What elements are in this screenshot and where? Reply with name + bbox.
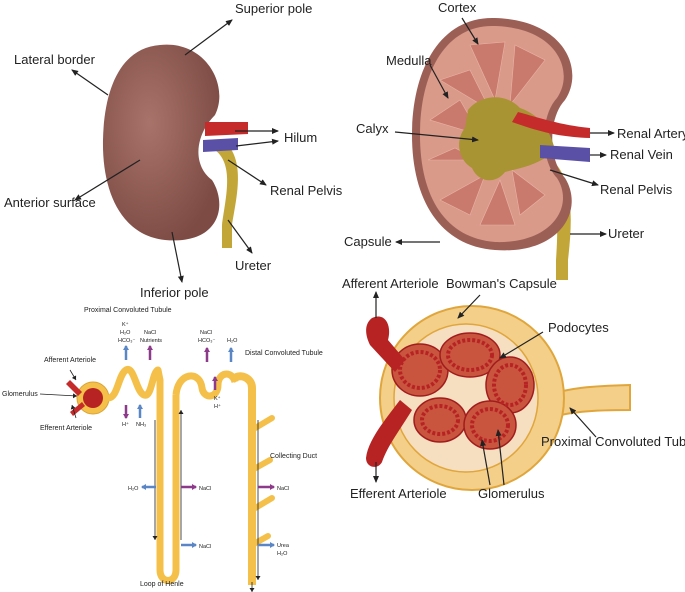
internal-kidney [412,17,590,280]
ion-loop-nacl-2: NaCl [199,544,211,550]
corpuscle-efferent-arteriole [366,400,412,467]
ion-dct-hco3: HCO₃⁻ [198,338,215,344]
nephron-flow-arrows [152,410,261,592]
label-nephron-pct: Proximal Convoluted Tubule [84,307,172,314]
label-nephron-dct: Distal Convoluted Tubule [245,350,323,357]
label-nephron-loop-of-henle: Loop of Henle [140,581,184,588]
external-kidney-leaders [71,19,279,283]
leader-podocytes [499,331,544,359]
label-nephron-efferent: Efferent Arteriole [40,425,92,432]
label-lateral-border: Lateral border [14,52,96,67]
label-renal-artery: Renal Artery [617,126,685,141]
nephron-glomerulus [83,388,103,408]
collecting-duct-branches [249,415,275,548]
leader-medulla [429,64,449,99]
label-capsule: Capsule [344,234,392,249]
collecting-duct [229,372,256,585]
corpuscle-labels: Afferent Arteriole Bowman's Capsule Podo… [342,276,685,501]
corpuscle-afferent-arteriole [366,316,405,372]
ion-cd-h2o: H₂O [277,551,288,557]
label-ureter-internal: Ureter [608,226,645,241]
renal-vein-external [203,138,238,152]
nephron-transport-arrows [123,345,275,548]
nephron-efferent-arteriole [70,402,85,416]
leader-renal-pelvis [227,159,267,186]
leader-ureter-external [227,219,253,254]
label-calyx: Calyx [356,121,389,136]
leader-corpuscle-glomerulus [480,439,491,486]
label-bowmans-capsule: Bowman's Capsule [446,276,557,291]
ion-pct-k: K⁺ [122,321,129,328]
leader-calyx [394,131,479,143]
leader-lateral-border [71,69,109,96]
ion-dct-nacl: NaCl [200,330,212,336]
proximal-convoluted-tubule [107,366,180,584]
leader-renal-pelvis-internal [549,169,599,187]
label-superior-pole: Superior pole [235,1,312,16]
leader-superior-pole [184,19,233,56]
label-anterior-surface: Anterior surface [4,195,96,210]
nephron-leaders [39,369,78,419]
ion-dct-k: K⁺ [214,395,221,402]
label-cortex: Cortex [438,0,477,15]
label-corpuscle-afferent: Afferent Arteriole [342,276,439,291]
label-corpuscle-efferent: Efferent Arteriole [350,486,447,501]
nephron-labels: Proximal Convoluted Tubule Afferent Arte… [2,307,323,588]
ion-pct-nacl: NaCl [144,330,156,336]
leader-anterior-surface [74,159,141,201]
leader-corpuscle-pct [569,407,597,438]
ion-loop-nacl-1: NaCl [199,486,211,492]
leader-bowmans-capsule [457,294,481,319]
internal-kidney-labels: Cortex Medulla Calyx Renal Artery Renal … [344,0,685,249]
label-nephron-glomerulus: Glomerulus [2,391,38,398]
ureter-external [215,145,238,248]
label-corpuscle-pct: Proximal Convoluted Tubule [541,434,685,449]
ion-pct-hco3: HCO₃⁻ [118,338,135,344]
label-corpuscle-glomerulus: Glomerulus [478,486,545,501]
ion-dct-h2o: H₂O [227,338,238,344]
leader-inferior-pole [171,231,184,283]
medulla-pyramids [427,41,546,226]
leader-corpuscle-glomerulus-2 [495,429,505,486]
label-podocytes: Podocytes [548,320,609,335]
leader-hilum-2 [235,138,279,147]
renal-vein-internal [540,145,590,162]
external-kidney [102,44,248,248]
nephron-afferent-arteriole [66,380,82,396]
label-nephron-collecting-duct: Collecting Duct [270,453,317,460]
renal-artery-external [205,122,248,136]
renal-corpuscle [366,305,631,491]
label-medulla: Medulla [386,53,432,68]
podocyte-processes [398,338,528,443]
label-inferior-pole: Inferior pole [140,285,209,300]
label-nephron-afferent: Afferent Arteriole [44,357,96,364]
nephron-diagram [39,345,275,592]
ion-dct-h: H⁺ [214,403,221,410]
label-renal-pelvis-external: Renal Pelvis [270,183,343,198]
external-kidney-labels: Superior pole Lateral border Hilum Renal… [4,1,343,300]
label-hilum: Hilum [284,130,317,145]
label-renal-pelvis-internal: Renal Pelvis [600,182,673,197]
ion-cd-nacl: NaCl [277,486,289,492]
label-renal-vein: Renal Vein [610,147,673,162]
distal-convoluted-tubule [172,370,239,400]
ion-cd-urea: Urea [277,543,290,549]
renal-artery-internal [512,112,590,138]
kidney-external-shape [102,44,220,241]
ion-pct-nh3: NH₃ [136,422,146,428]
corpuscle-leaders [373,291,597,486]
ion-pct-nutrients: Nutrients [140,338,162,344]
ion-pct-h2o: H₂O [120,330,131,336]
ion-pct-h: H⁺ [122,421,129,428]
leader-cortex [461,17,479,45]
ion-loop-h2o: H₂O [128,486,139,492]
internal-kidney-leaders [394,17,615,245]
label-ureter-external: Ureter [235,258,272,273]
